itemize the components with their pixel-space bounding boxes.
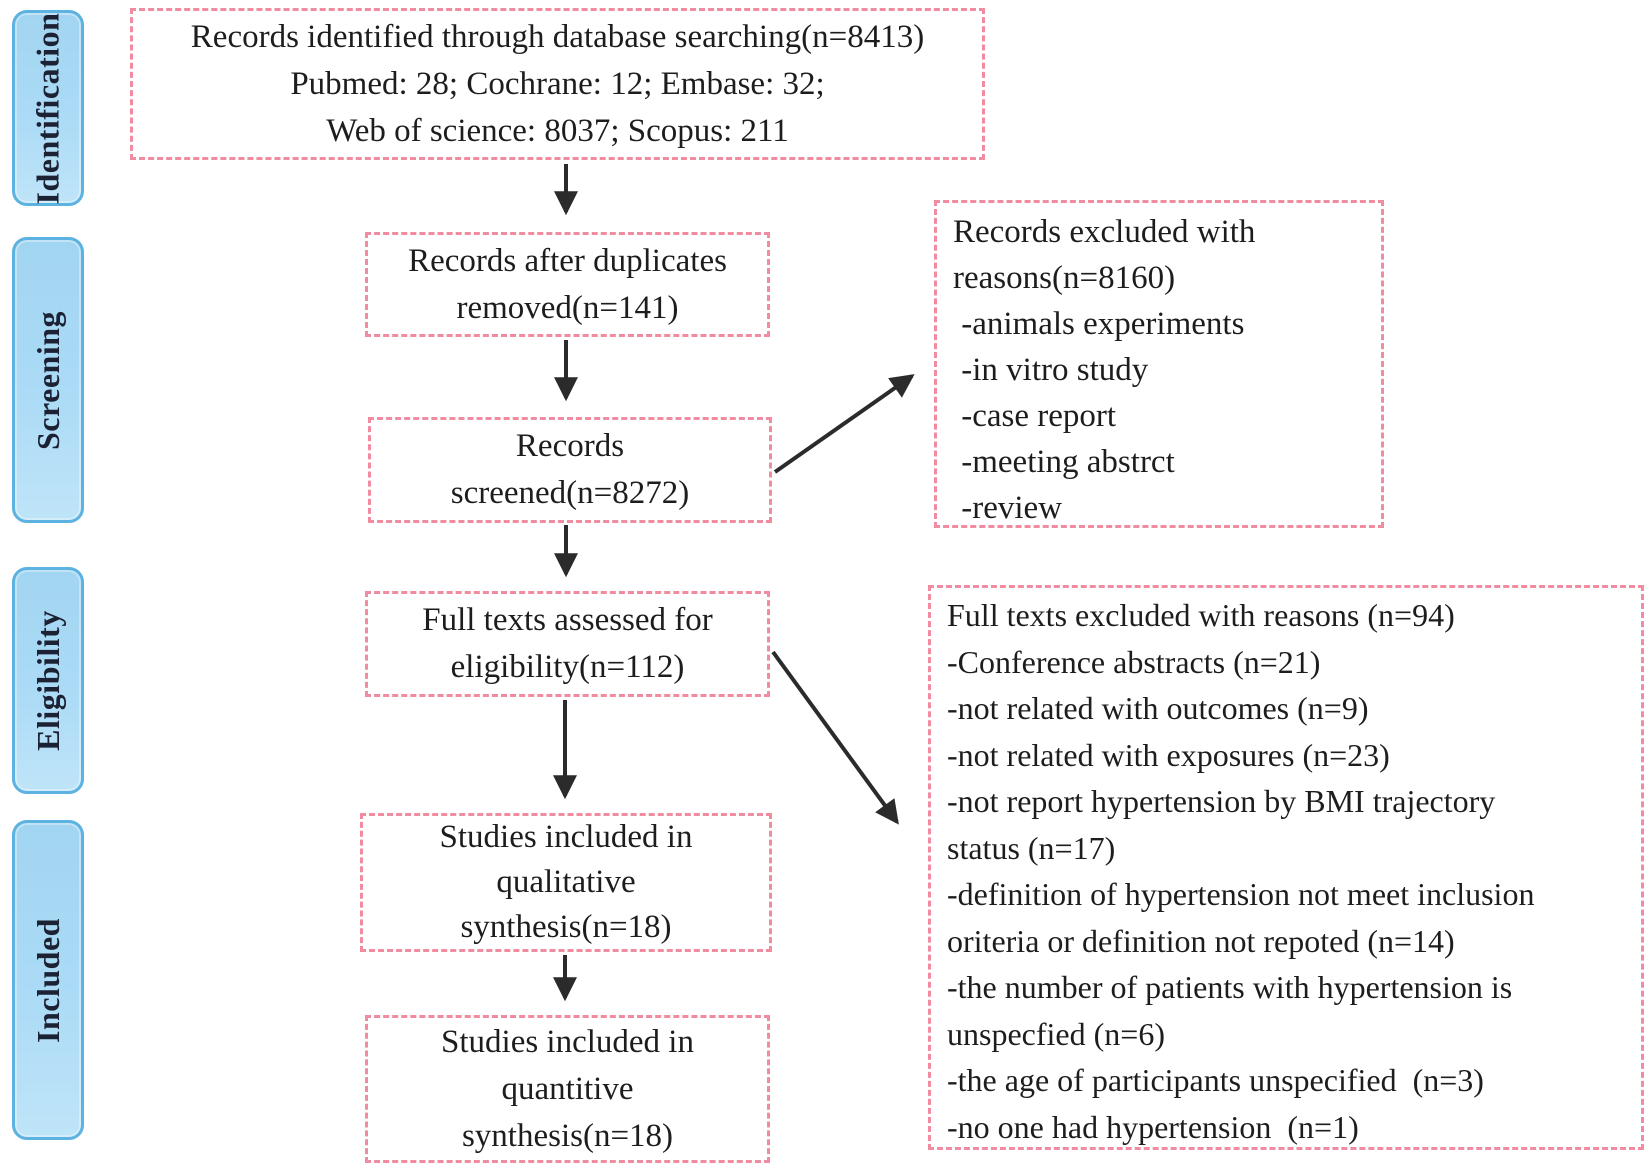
box-records-excluded: Records excluded with reasons(n=8160) -a… bbox=[934, 200, 1384, 528]
box-qualitative-synthesis: Studies included in qualitative synthesi… bbox=[360, 813, 772, 952]
box-records-excluded-line: -meeting abstrct bbox=[953, 444, 1175, 480]
stage-eligibility: Eligibility bbox=[12, 567, 84, 794]
box-records-identified: Records identified through database sear… bbox=[130, 8, 985, 160]
box-qualitative-synthesis-line: qualitative bbox=[496, 864, 636, 900]
stage-screening: Screening bbox=[12, 237, 84, 523]
box-quantitative-synthesis-line: synthesis(n=18) bbox=[461, 1117, 674, 1154]
box-records-identified-line: Pubmed: 28; Cochrane: 12; Embase: 32; bbox=[290, 65, 825, 102]
box-full-texts-excluded-line: status (n=17) bbox=[947, 829, 1116, 866]
box-full-texts-excluded-line: -not related with exposures (n=23) bbox=[947, 736, 1390, 773]
box-duplicates-removed: Records after duplicates removed(n=141) bbox=[365, 232, 770, 337]
box-duplicates-removed-line: Records after duplicates bbox=[408, 242, 727, 279]
box-records-excluded-line: -in vitro study bbox=[953, 352, 1149, 388]
box-full-texts-excluded-line: unspecfied (n=6) bbox=[947, 1015, 1165, 1052]
box-records-excluded-line: -animals experiments bbox=[953, 306, 1245, 342]
box-records-excluded-line: reasons(n=8160) bbox=[953, 260, 1176, 296]
box-records-identified-line: Records identified through database sear… bbox=[190, 18, 925, 55]
box-duplicates-removed-line: removed(n=141) bbox=[456, 289, 679, 326]
box-records-excluded-line: -case report bbox=[953, 398, 1117, 434]
box-records-identified-line: Web of science: 8037; Scopus: 211 bbox=[326, 112, 789, 149]
box-full-texts-assessed-line: Full texts assessed for bbox=[422, 602, 713, 638]
arrow-screened-to-excluded bbox=[773, 374, 915, 474]
box-full-texts-excluded-line: oriteria or definition not repoted (n=14… bbox=[947, 922, 1455, 959]
arrow-fulltexts-to-excluded bbox=[771, 650, 899, 825]
box-records-screened-line: screened(n=8272) bbox=[450, 475, 690, 511]
box-records-excluded-line: Records excluded with bbox=[953, 214, 1256, 250]
box-quantitative-synthesis-line: quantitive bbox=[501, 1070, 634, 1107]
box-full-texts-excluded-line: -not report hypertension by BMI trajecto… bbox=[947, 783, 1496, 819]
box-full-texts-excluded-line: -Conference abstracts (n=21) bbox=[947, 643, 1321, 680]
box-qualitative-synthesis-line: synthesis(n=18) bbox=[460, 909, 672, 945]
box-records-screened-line: Records bbox=[515, 428, 625, 464]
box-records-screened: Records screened(n=8272) bbox=[368, 417, 772, 523]
box-full-texts-excluded-line: -the number of patients with hypertensio… bbox=[947, 969, 1513, 1005]
box-qualitative-synthesis-line: Studies included in bbox=[439, 819, 693, 855]
stage-included: Included bbox=[12, 820, 84, 1140]
stage-eligibility-label: Eligibility bbox=[29, 610, 66, 751]
stage-included-label: Included bbox=[29, 917, 66, 1043]
box-full-texts-excluded: Full texts excluded with reasons (n=94) … bbox=[928, 585, 1644, 1150]
box-quantitative-synthesis: Studies included in quantitive synthesis… bbox=[365, 1015, 770, 1163]
box-full-texts-excluded-line: -no one had hypertension (n=1) bbox=[947, 1108, 1359, 1145]
box-full-texts-assessed: Full texts assessed for eligibility(n=11… bbox=[365, 591, 770, 697]
box-full-texts-excluded-line: -the age of participants unspecified (n=… bbox=[947, 1062, 1484, 1098]
box-full-texts-excluded-line: Full texts excluded with reasons (n=94) bbox=[947, 597, 1455, 633]
box-quantitative-synthesis-line: Studies included in bbox=[441, 1023, 694, 1060]
stage-identification: Identification bbox=[12, 10, 84, 206]
stage-screening-label: Screening bbox=[29, 310, 66, 450]
stage-identification-label: Identification bbox=[29, 12, 66, 204]
box-full-texts-assessed-line: eligibility(n=112) bbox=[450, 649, 685, 685]
box-full-texts-excluded-line: -not related with outcomes (n=9) bbox=[947, 690, 1369, 726]
box-records-excluded-line: -review bbox=[953, 490, 1063, 526]
box-full-texts-excluded-line: -definition of hypertension not meet inc… bbox=[947, 876, 1535, 912]
